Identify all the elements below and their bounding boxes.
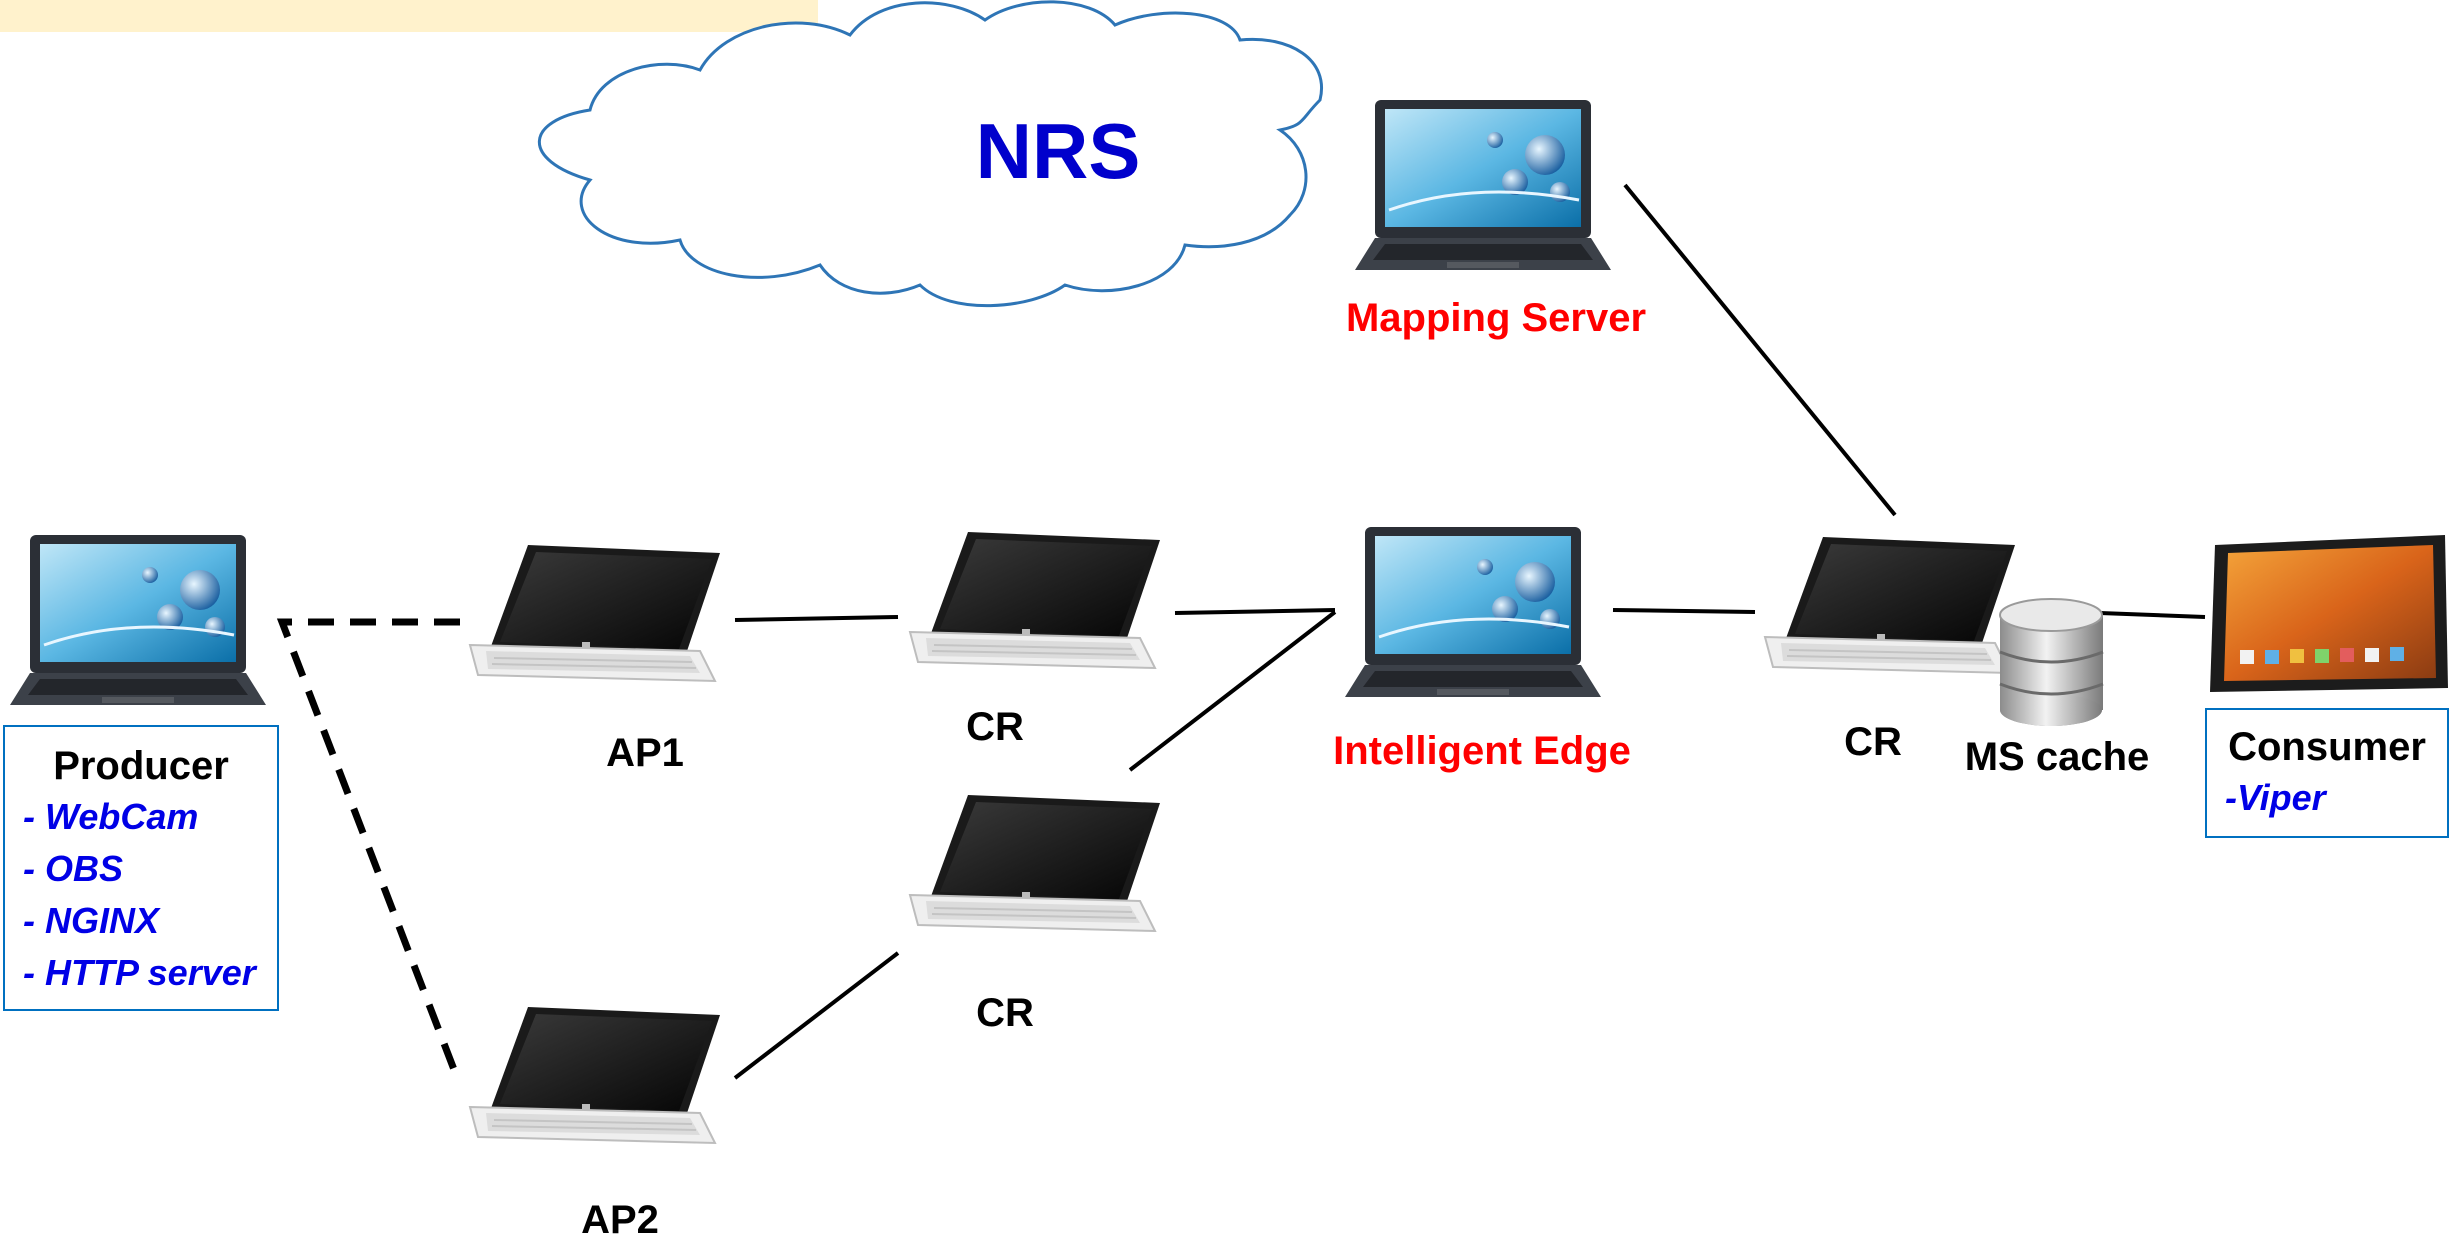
links [276, 183, 2206, 1082]
cr-right-label: CR [1844, 720, 1902, 764]
producer-app-http-server: - HTTP server [23, 952, 256, 993]
link-cache-consumer [2099, 611, 2206, 619]
producer-app-obs: - OBS [23, 848, 124, 889]
intelligent-edge-label: Intelligent Edge [1333, 729, 1631, 773]
tablet-icon-cr-right [1764, 536, 2016, 674]
link-producer-ap-dashed [276, 618, 462, 1082]
tablet-icon-consumer [2210, 535, 2448, 692]
producer-app-nginx: - NGINX [23, 900, 160, 941]
link-cr2-edge [1128, 610, 1337, 772]
link-ap1-cr [734, 615, 899, 622]
cr-bottom-label: CR [976, 991, 1034, 1035]
consumer-box: Consumer -Viper [2205, 708, 2449, 838]
consumer-label: Consumer [2228, 725, 2426, 769]
cr-top-label: CR [966, 705, 1024, 749]
tablet-icon-ap2 [469, 1006, 721, 1144]
link-mapping-cr [1623, 183, 1897, 517]
tablet-icon-cr-bottom [909, 794, 1161, 932]
producer-box: Producer - WebCam - OBS - NGINX - HTTP s… [3, 725, 279, 1011]
link-edge-cr [1612, 608, 1756, 614]
tablet-icon-cr-top [909, 531, 1161, 669]
producer-app-webcam: - WebCam [23, 796, 199, 837]
producer-label: Producer [53, 744, 229, 788]
laptop-icon-producer [8, 533, 268, 707]
ms-cache-label: MS cache [1964, 735, 2150, 779]
laptop-icon-mapping-server [1353, 98, 1613, 272]
nrs-cloud [537, 0, 1323, 308]
cloud-label: NRS [975, 107, 1141, 195]
laptop-icon-intelligent-edge [1343, 525, 1603, 699]
ap1-label: AP1 [606, 731, 684, 775]
ap2-label: AP2 [581, 1198, 659, 1242]
database-icon-ms-cache [1999, 598, 2104, 726]
link-cr-edge [1174, 608, 1336, 615]
link-ap2-cr [733, 951, 900, 1080]
title-banner [0, 0, 818, 32]
consumer-app-viper: -Viper [2225, 777, 2326, 818]
mapping-server-label: Mapping Server [1345, 296, 1647, 340]
tablet-icon-ap1 [469, 544, 721, 682]
